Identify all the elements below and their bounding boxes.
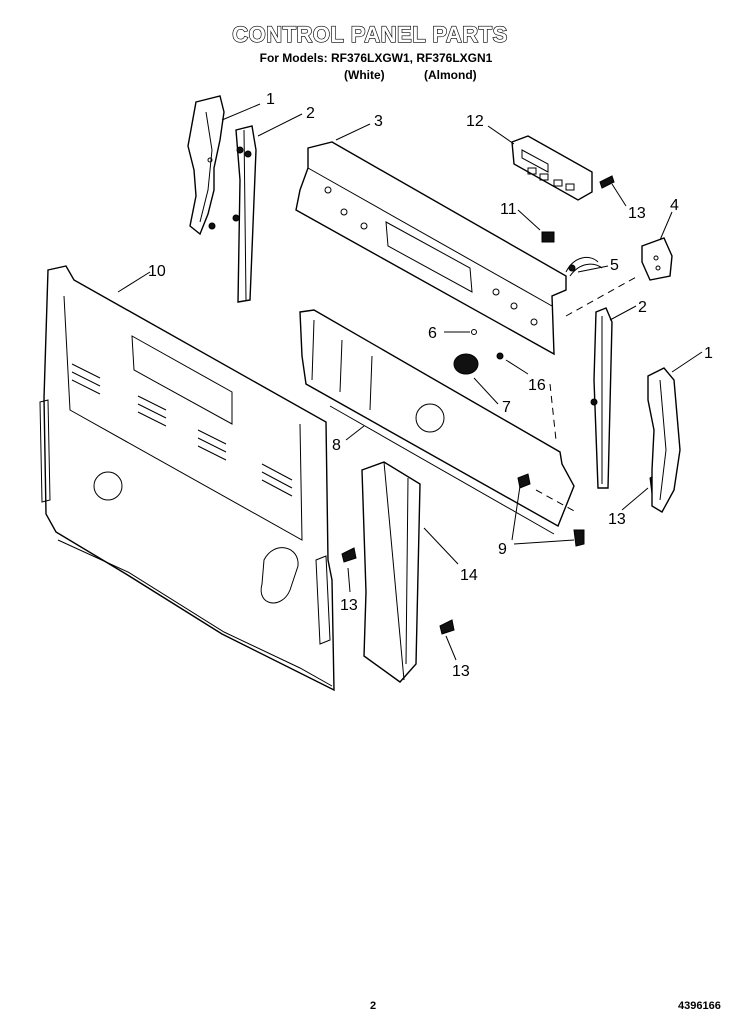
part-7-knob [453, 353, 479, 375]
part-12-electronic-control [511, 135, 593, 201]
part-5-wire-harness [565, 256, 603, 277]
part-16-spacer [496, 352, 504, 360]
model-numbers: For Models: RF376LXGW1, RF376LXGN1 [259, 51, 493, 65]
callout-2-right: 2 [638, 299, 647, 316]
callout-1-right: 1 [704, 345, 713, 362]
callout-7: 7 [502, 399, 511, 416]
callout-5: 5 [610, 257, 619, 274]
part-9-screws [517, 473, 585, 547]
callout-13-right: 13 [608, 511, 626, 528]
callout-6: 6 [428, 325, 437, 342]
variant-almond: (Almond) [424, 68, 477, 82]
callout-14: 14 [460, 567, 478, 584]
part-1-left-end-cap [187, 95, 225, 236]
callout-labels: 1 2 3 12 11 13 4 5 10 2 6 1 16 7 8 13 9 … [148, 91, 713, 680]
part-13-screw-mid [341, 547, 357, 563]
document-number: 4396166 [678, 1000, 721, 1012]
part-6-clip [471, 329, 477, 335]
leader-lines [117, 103, 703, 661]
callout-3: 3 [374, 113, 383, 130]
part-11-switch [541, 231, 555, 243]
callout-13-top: 13 [628, 205, 646, 222]
callout-16: 16 [528, 377, 546, 394]
callout-2-top-left: 2 [306, 105, 315, 122]
part-10-rear-panel [39, 265, 335, 692]
page-title: CONTROL PANEL PARTS [232, 21, 508, 47]
part-1-right-end-cap [647, 367, 681, 513]
callout-13-bottom: 13 [452, 663, 470, 680]
part-14-bracket [361, 461, 421, 683]
callout-13-mid: 13 [340, 597, 358, 614]
callout-11: 11 [500, 201, 517, 218]
callout-12: 12 [466, 113, 484, 130]
page-number: 2 [370, 1000, 377, 1012]
part-2-left-bracket [232, 125, 257, 303]
callout-1-top-left: 1 [266, 91, 275, 108]
part-4-terminal-block [641, 237, 673, 281]
part-3-console-panel [295, 141, 567, 356]
callout-9: 9 [498, 541, 507, 558]
part-8-inner-panel [299, 309, 575, 535]
callout-10: 10 [148, 263, 166, 280]
part-13-screw-bottom [439, 619, 455, 635]
callout-4: 4 [670, 197, 679, 214]
part-2-right-bracket [590, 307, 613, 489]
variant-white: (White) [344, 68, 385, 82]
part-13-screw-top [599, 175, 615, 189]
callout-8: 8 [332, 437, 341, 454]
